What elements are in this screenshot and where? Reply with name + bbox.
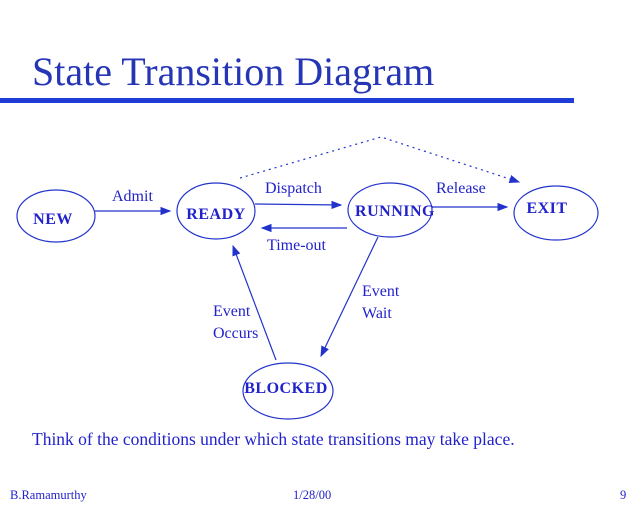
- state-label-new: NEW: [33, 211, 73, 228]
- transition-label-event-occurs: Event Occurs: [213, 303, 259, 343]
- transition-label-release: Release: [436, 180, 486, 197]
- state-label-exit: EXIT: [526, 200, 568, 217]
- state-ellipse-running: [347, 182, 433, 238]
- state-ellipse-blocked: [242, 362, 334, 420]
- state-label-blocked: BLOCKED: [244, 380, 328, 397]
- state-ellipse-exit: [513, 185, 599, 241]
- footer-date: 1/28/00: [293, 488, 332, 502]
- footer-author: B.Ramamurthy: [10, 488, 87, 502]
- slide-note: Think of the conditions under which stat…: [32, 429, 515, 449]
- transition-label-event-wait: Event Wait: [362, 283, 400, 323]
- state-ellipse-ready: [176, 182, 256, 240]
- arrow-event-occurs: [232, 244, 277, 361]
- arrow-event-wait: [320, 236, 379, 358]
- transition-label-admit: Admit: [112, 188, 153, 205]
- state-ellipse-new: [16, 189, 96, 243]
- arrow-dispatch: [254, 200, 343, 210]
- state-label-ready: READY: [186, 206, 246, 223]
- transition-label-time-out: Time-out: [267, 237, 326, 254]
- footer-page-number: 9: [620, 488, 627, 502]
- title-underline: [0, 98, 574, 103]
- slide-title: State Transition Diagram: [32, 49, 435, 94]
- arrow-ready-to-exit-dashed: [239, 136, 521, 184]
- transition-label-dispatch: Dispatch: [265, 180, 322, 197]
- state-label-running: RUNNING: [355, 203, 435, 220]
